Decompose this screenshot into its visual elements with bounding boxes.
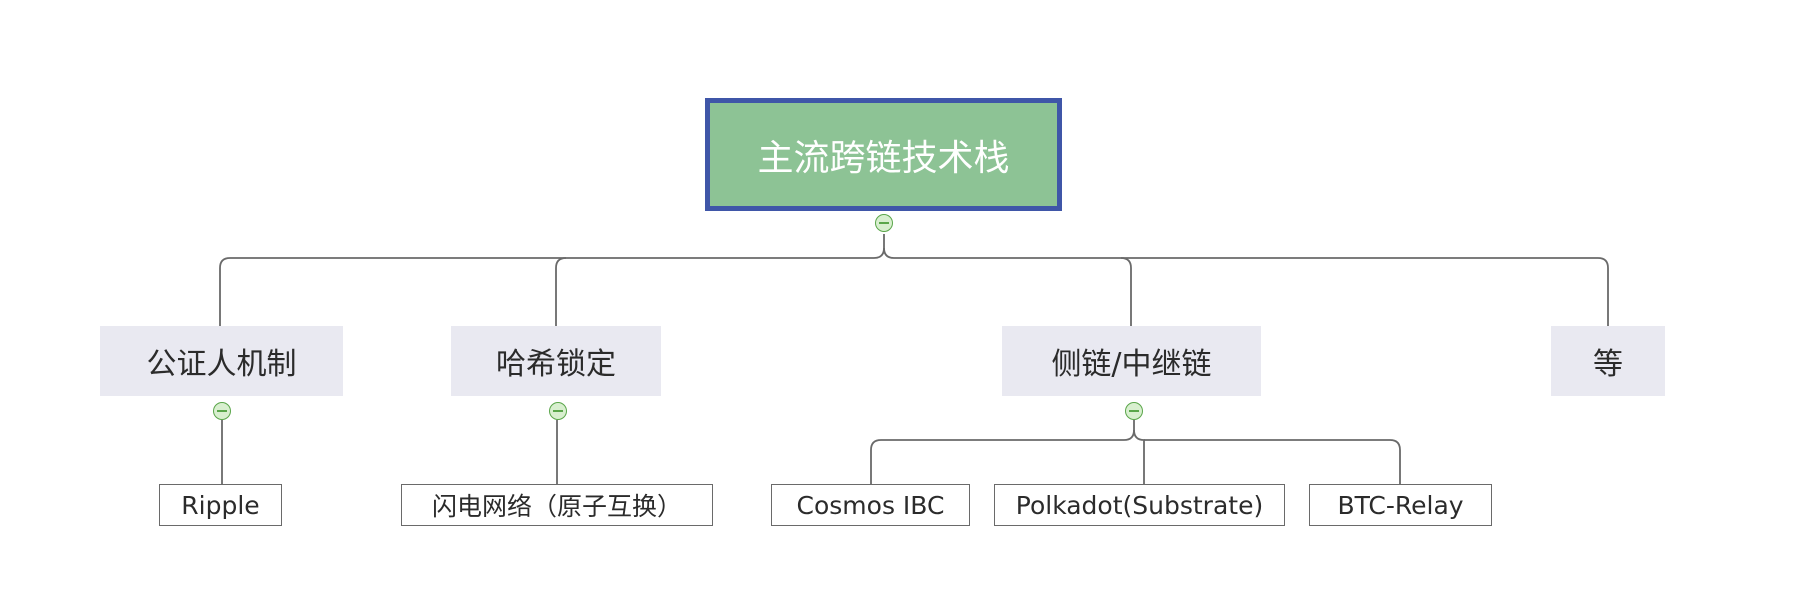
connector-root-bus xyxy=(219,234,885,326)
category-label: 公证人机制 xyxy=(146,347,297,382)
connector-root-etc xyxy=(1121,257,1609,326)
connector-sidechain-polkadot xyxy=(1133,429,1145,484)
connector-sidechain-bus xyxy=(870,420,1135,484)
leaf-node-ripple[interactable]: Ripple xyxy=(159,484,282,526)
leaf-node-btc-relay[interactable]: BTC-Relay xyxy=(1309,484,1492,526)
leaf-label: Ripple xyxy=(181,490,260,520)
category-node-notary[interactable]: 公证人机制 xyxy=(100,326,343,396)
leaf-node-lightning-network[interactable]: 闪电网络（原子互换） xyxy=(401,484,713,526)
connector-root-hash xyxy=(555,257,567,326)
category-label: 侧链/中继链 xyxy=(1051,347,1212,382)
sidechain-collapse-toggle-icon[interactable] xyxy=(1125,402,1143,420)
leaf-label: BTC-Relay xyxy=(1337,490,1464,520)
category-node-hash-lock[interactable]: 哈希锁定 xyxy=(451,326,661,396)
category-node-etc[interactable]: 等 xyxy=(1551,326,1665,396)
leaf-label: Polkadot(Substrate) xyxy=(1015,490,1264,520)
leaf-node-polkadot[interactable]: Polkadot(Substrate) xyxy=(994,484,1285,526)
category-node-sidechain[interactable]: 侧链/中继链 xyxy=(1002,326,1261,396)
leaf-label: Cosmos IBC xyxy=(796,490,945,520)
notary-collapse-toggle-icon[interactable] xyxy=(213,402,231,420)
root-node[interactable]: 主流跨链技术栈 xyxy=(705,98,1062,211)
category-label: 等 xyxy=(1593,347,1623,382)
root-collapse-toggle-icon[interactable] xyxy=(875,214,893,232)
category-label: 哈希锁定 xyxy=(496,347,616,382)
leaf-node-cosmos-ibc[interactable]: Cosmos IBC xyxy=(771,484,970,526)
connector-root-sidechain xyxy=(883,247,1132,326)
hash-lock-collapse-toggle-icon[interactable] xyxy=(549,402,567,420)
leaf-label: 闪电网络（原子互换） xyxy=(431,492,682,521)
connector-sidechain-btc xyxy=(1144,439,1401,484)
root-label: 主流跨链技术栈 xyxy=(757,137,1010,179)
